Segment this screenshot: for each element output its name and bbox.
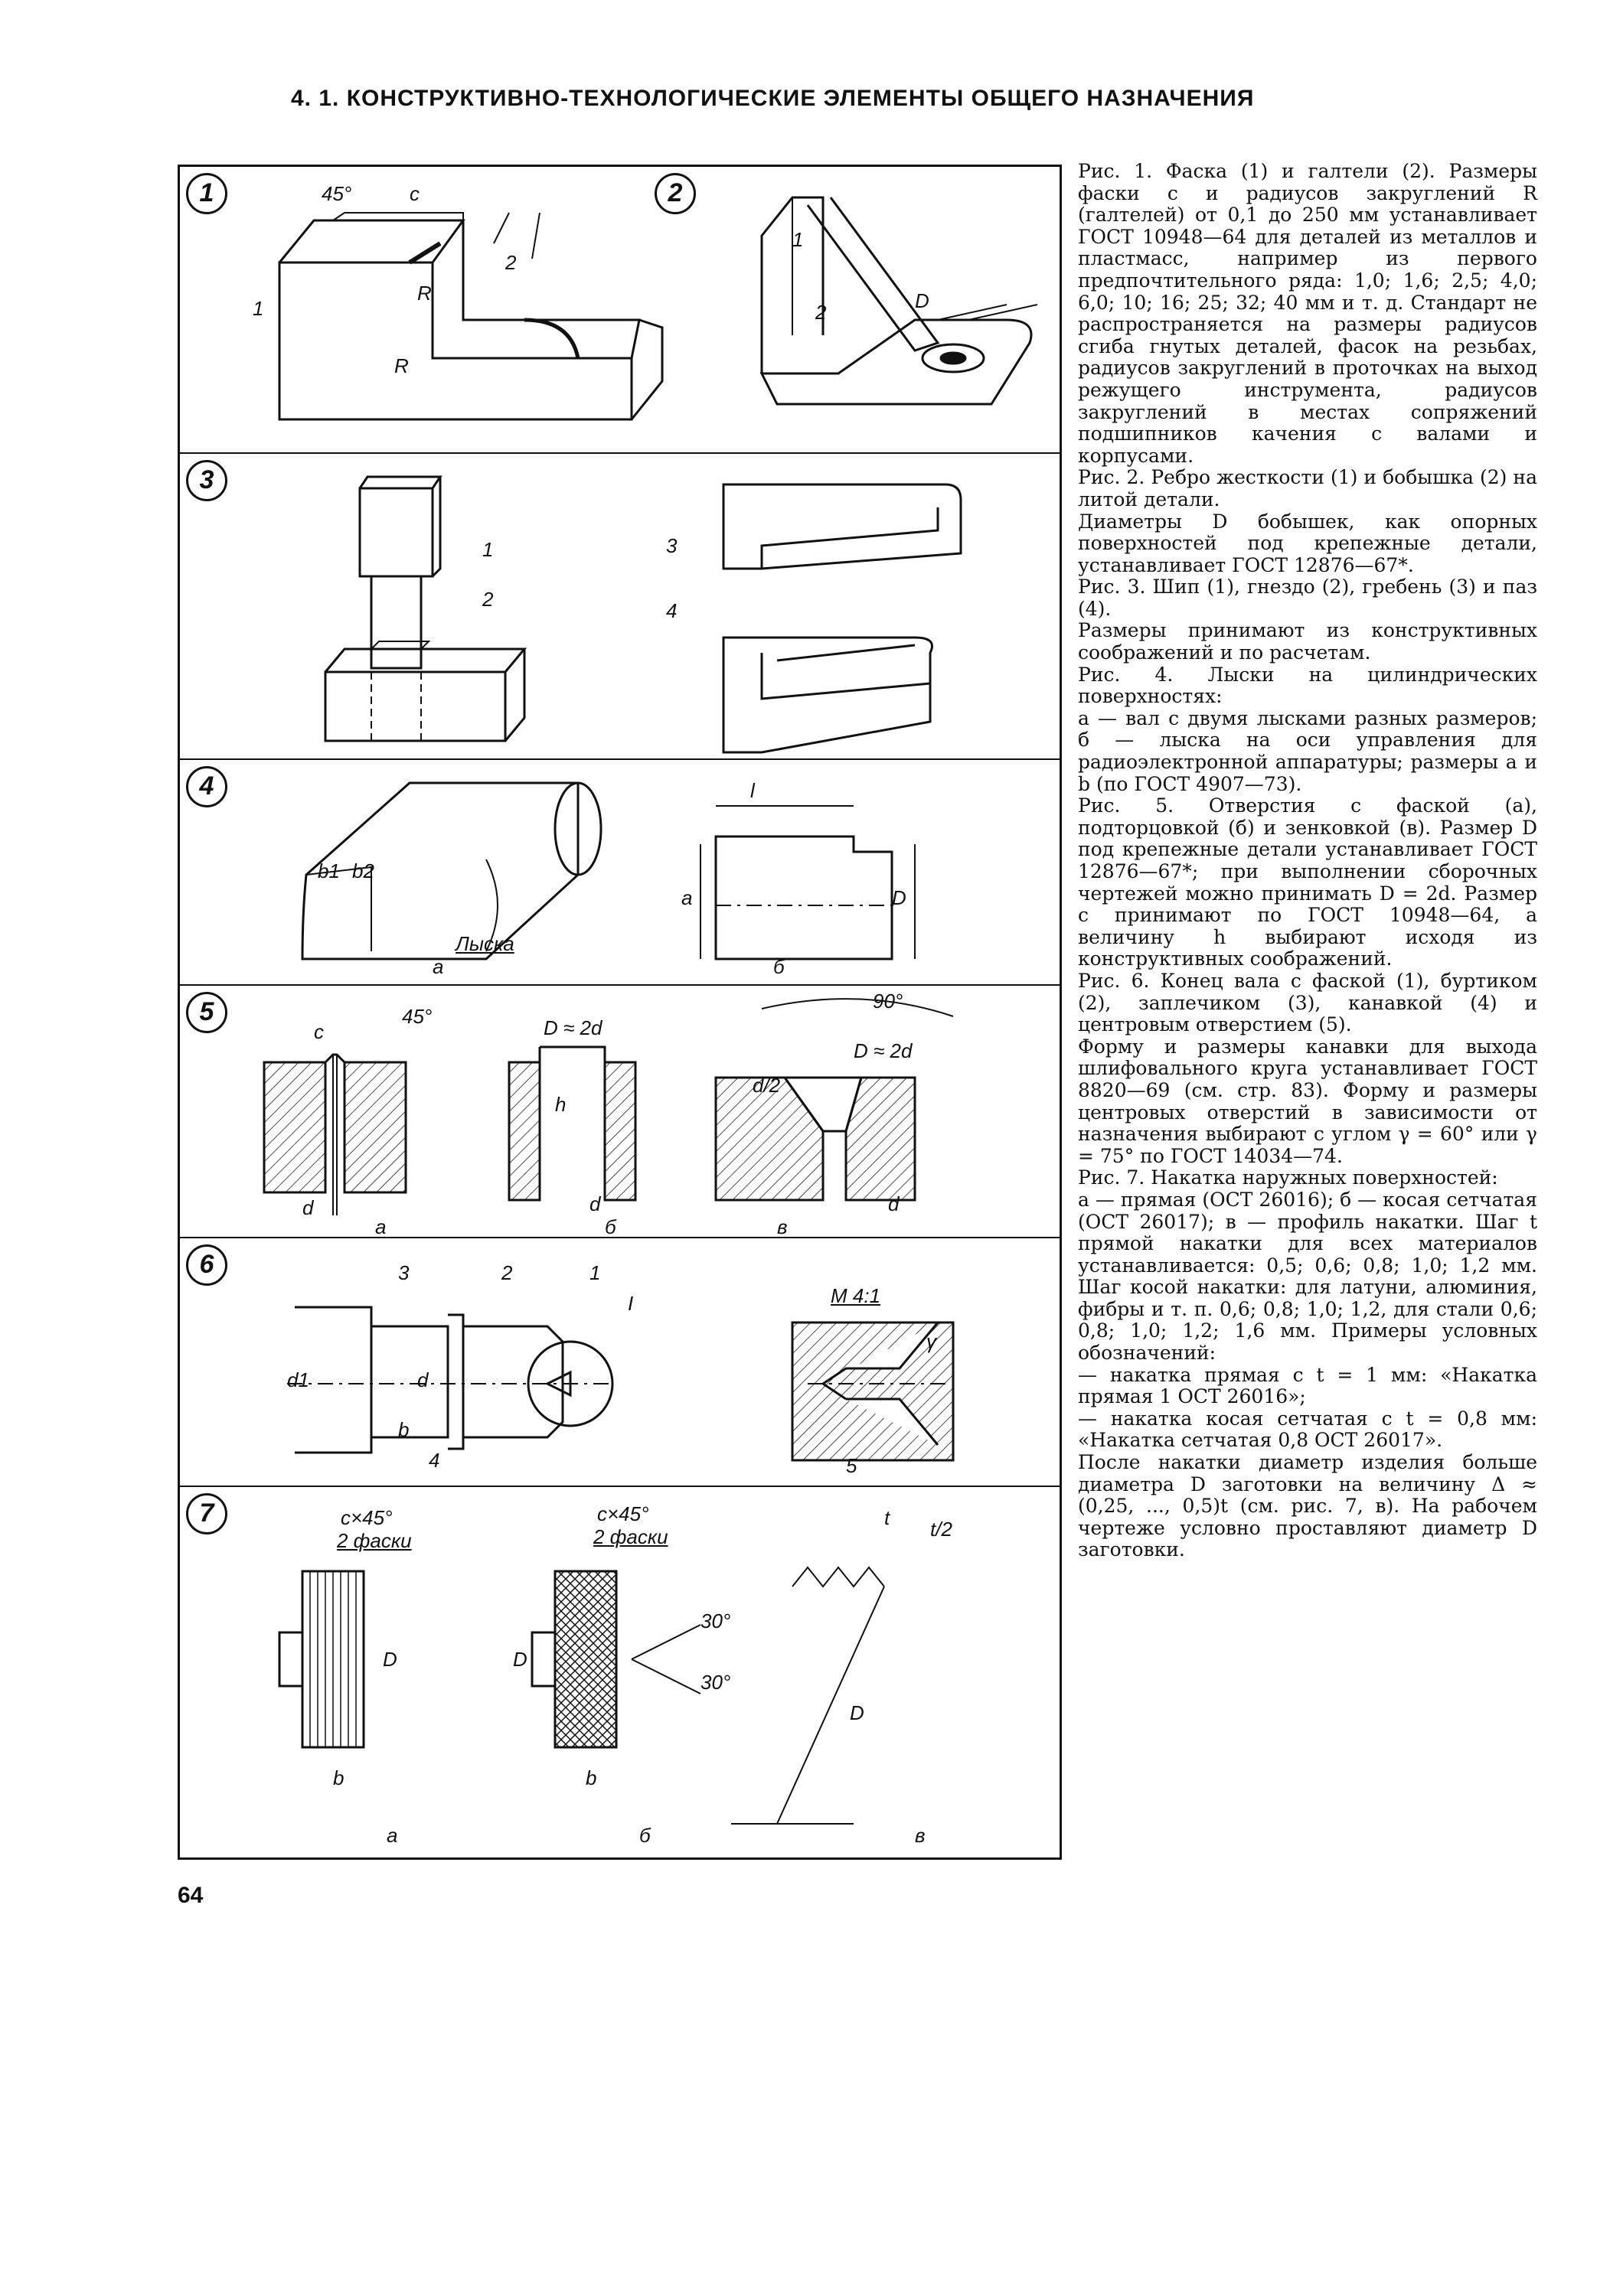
paragraph: Рис. 7. Накатка наружных поверхностей: [1078, 1166, 1498, 1189]
figure-number-4: 4 [186, 766, 227, 807]
flat-length-l: l [750, 779, 755, 802]
subfig-a: а [387, 1824, 398, 1847]
shaft-d1: d1 [287, 1368, 309, 1391]
tenon-socket-drawing [324, 475, 962, 754]
flat-width-b1: b1 [318, 859, 340, 882]
paragraph: а — вал с двумя лысками разных размеров;… [1078, 706, 1537, 795]
paragraph: а — прямая (ОСТ 26016); б — косая сетчат… [1078, 1188, 1537, 1365]
paragraph: — накатка прямая с t = 1 мм: «Накатка пр… [1078, 1363, 1537, 1408]
counterbore-h: h [555, 1093, 567, 1116]
paragraph: Форму и размеры канавки для выхода шлифо… [1078, 1035, 1537, 1167]
center-angle-gamma: γ [926, 1330, 936, 1353]
countersink-D: D ≈ 2d [854, 1039, 913, 1062]
paragraph: Рис. 5. Отверстия с фаской (а), подторцо… [1078, 794, 1537, 970]
paragraph: Размеры принимают из конструктивных сооб… [1078, 619, 1537, 664]
hole-d-c: d [888, 1192, 900, 1215]
chamfer-c: c [314, 1020, 324, 1043]
boss-diameter-label: D [915, 289, 929, 312]
knurl-profile-D: D [850, 1701, 864, 1724]
scale-label: М 4:1 [831, 1284, 881, 1307]
figure-row-3: 3 1 2 3 4 [180, 454, 1060, 760]
countersink-angle: 90° [873, 990, 903, 1013]
callout-1: 1 [253, 297, 264, 320]
groove-b: b [398, 1418, 410, 1441]
flat-label: Лыска [456, 932, 514, 955]
figure-row-7: 7 c×45° 2 фаски D b c×45° 2 фаски D b 30… [180, 1487, 1060, 1862]
shaft-diameter-D: D [892, 886, 906, 909]
ridge-callout-3: 3 [666, 534, 678, 557]
knurl-b-b: b [586, 1766, 597, 1789]
chamfer-callout-1: 1 [589, 1261, 601, 1284]
chamfer-size-label: c [410, 182, 420, 205]
paragraph: Рис. 1. Фаска (1) и галтели (2). Размеры… [1078, 160, 1537, 467]
chamfer-angle-45: 45° [402, 1005, 433, 1028]
hole-d-b: d [589, 1192, 601, 1215]
knurling-drawing [278, 1566, 885, 1825]
flats-drawing [301, 781, 916, 960]
center-hole-callout-5: 5 [846, 1454, 857, 1477]
subfig-b: б [605, 1215, 616, 1238]
shaft-end-drawing [287, 1306, 955, 1462]
groove-callout-4: 4 [666, 599, 678, 622]
subfig-b: б [773, 955, 785, 978]
shoulder-callout-3: 3 [398, 1261, 410, 1284]
paragraph: Рис. 4. Лыски на цилиндрических поверхно… [1078, 663, 1537, 708]
figure-number-5: 5 [186, 992, 227, 1033]
subfig-c: в [777, 1215, 788, 1238]
socket-callout-2: 2 [482, 588, 494, 611]
knurl-b-a: b [333, 1766, 345, 1789]
radius-label-2: R [394, 354, 409, 377]
figure-row-4: 4 b1 b2 Лыска l a D а б [180, 760, 1060, 986]
paragraph: Рис. 2. Ребро жесткости (1) и бобышка (2… [1078, 466, 1537, 510]
page-number: 64 [178, 1883, 204, 1908]
fillet-chamfer-drawing [278, 196, 1038, 421]
figure-number-3: 3 [186, 460, 227, 501]
two-chamfers-b: 2 фаски [593, 1525, 668, 1548]
detail-I: I [628, 1292, 634, 1315]
shaft-d: d [417, 1368, 429, 1391]
callout-2: 2 [505, 251, 517, 274]
subfig-c: в [915, 1824, 926, 1847]
paragraph: После накатки диаметр изделия больше диа… [1078, 1451, 1537, 1561]
figure-row-6: 6 3 2 1 I d1 d b 4 М 4:1 γ 5 [180, 1238, 1060, 1487]
paragraph: — накатка косая сетчатая с t = 0,8 мм: «… [1078, 1407, 1537, 1452]
figure-number-6: 6 [186, 1244, 227, 1286]
groove-callout-4: 4 [429, 1449, 440, 1472]
figure-row-5: 5 45° c d D ≈ 2d h d 90° D ≈ 2d d/2 d а … [180, 986, 1060, 1238]
hole-d-a: d [302, 1196, 314, 1219]
boss-callout-2: 2 [815, 301, 827, 324]
body-text: Рис. 1. Фаска (1) и галтели (2). Размеры… [1078, 160, 1537, 1561]
paragraph: Диаметры D бобышек, как опорных поверхно… [1078, 510, 1537, 576]
two-chamfers-a: 2 фаски [337, 1529, 412, 1552]
figure-number-1: 1 [186, 173, 227, 214]
knurl-angle-30-top: 30° [700, 1609, 731, 1632]
countersink-d-half: d/2 [753, 1074, 781, 1097]
flat-depth-a: a [681, 886, 693, 909]
knurl-half-pitch: t/2 [930, 1518, 952, 1541]
knurl-D-a: D [383, 1648, 397, 1671]
flat-width-b2: b2 [352, 859, 374, 882]
chamfer-angle-label: 45° [322, 182, 352, 205]
figure-frame: 1 2 45° c R R 1 2 1 2 D 3 1 2 3 4 [178, 165, 1062, 1860]
knurl-angle-30-bottom: 30° [700, 1671, 731, 1694]
subfig-b: б [639, 1824, 651, 1847]
tenon-callout-1: 1 [482, 538, 494, 561]
collar-callout-2: 2 [501, 1261, 513, 1284]
figure-row-1: 1 2 45° c R R 1 2 1 2 D [180, 167, 1060, 454]
figure-number-7: 7 [186, 1493, 227, 1534]
holes-drawing [263, 998, 954, 1215]
paragraph: Рис. 6. Конец вала с фаской (1), буртико… [1078, 969, 1537, 1036]
page-title: 4. 1. КОНСТРУКТИВНО-ТЕХНОЛОГИЧЕСКИЕ ЭЛЕМ… [291, 86, 1255, 111]
knurl-D-b: D [513, 1648, 527, 1671]
chamfer-cx45-b: c×45° [597, 1502, 649, 1525]
figure-number-2: 2 [655, 173, 696, 214]
chamfer-cx45-a: c×45° [341, 1506, 393, 1529]
subfig-a: а [375, 1215, 387, 1238]
counterbore-D: D ≈ 2d [544, 1016, 603, 1039]
subfig-a: а [433, 955, 444, 978]
radius-label-1: R [417, 282, 432, 305]
rib-callout-1: 1 [792, 228, 804, 251]
paragraph: Рис. 3. Шип (1), гнездо (2), гребень (3)… [1078, 576, 1537, 620]
knurl-pitch-t: t [884, 1506, 890, 1529]
